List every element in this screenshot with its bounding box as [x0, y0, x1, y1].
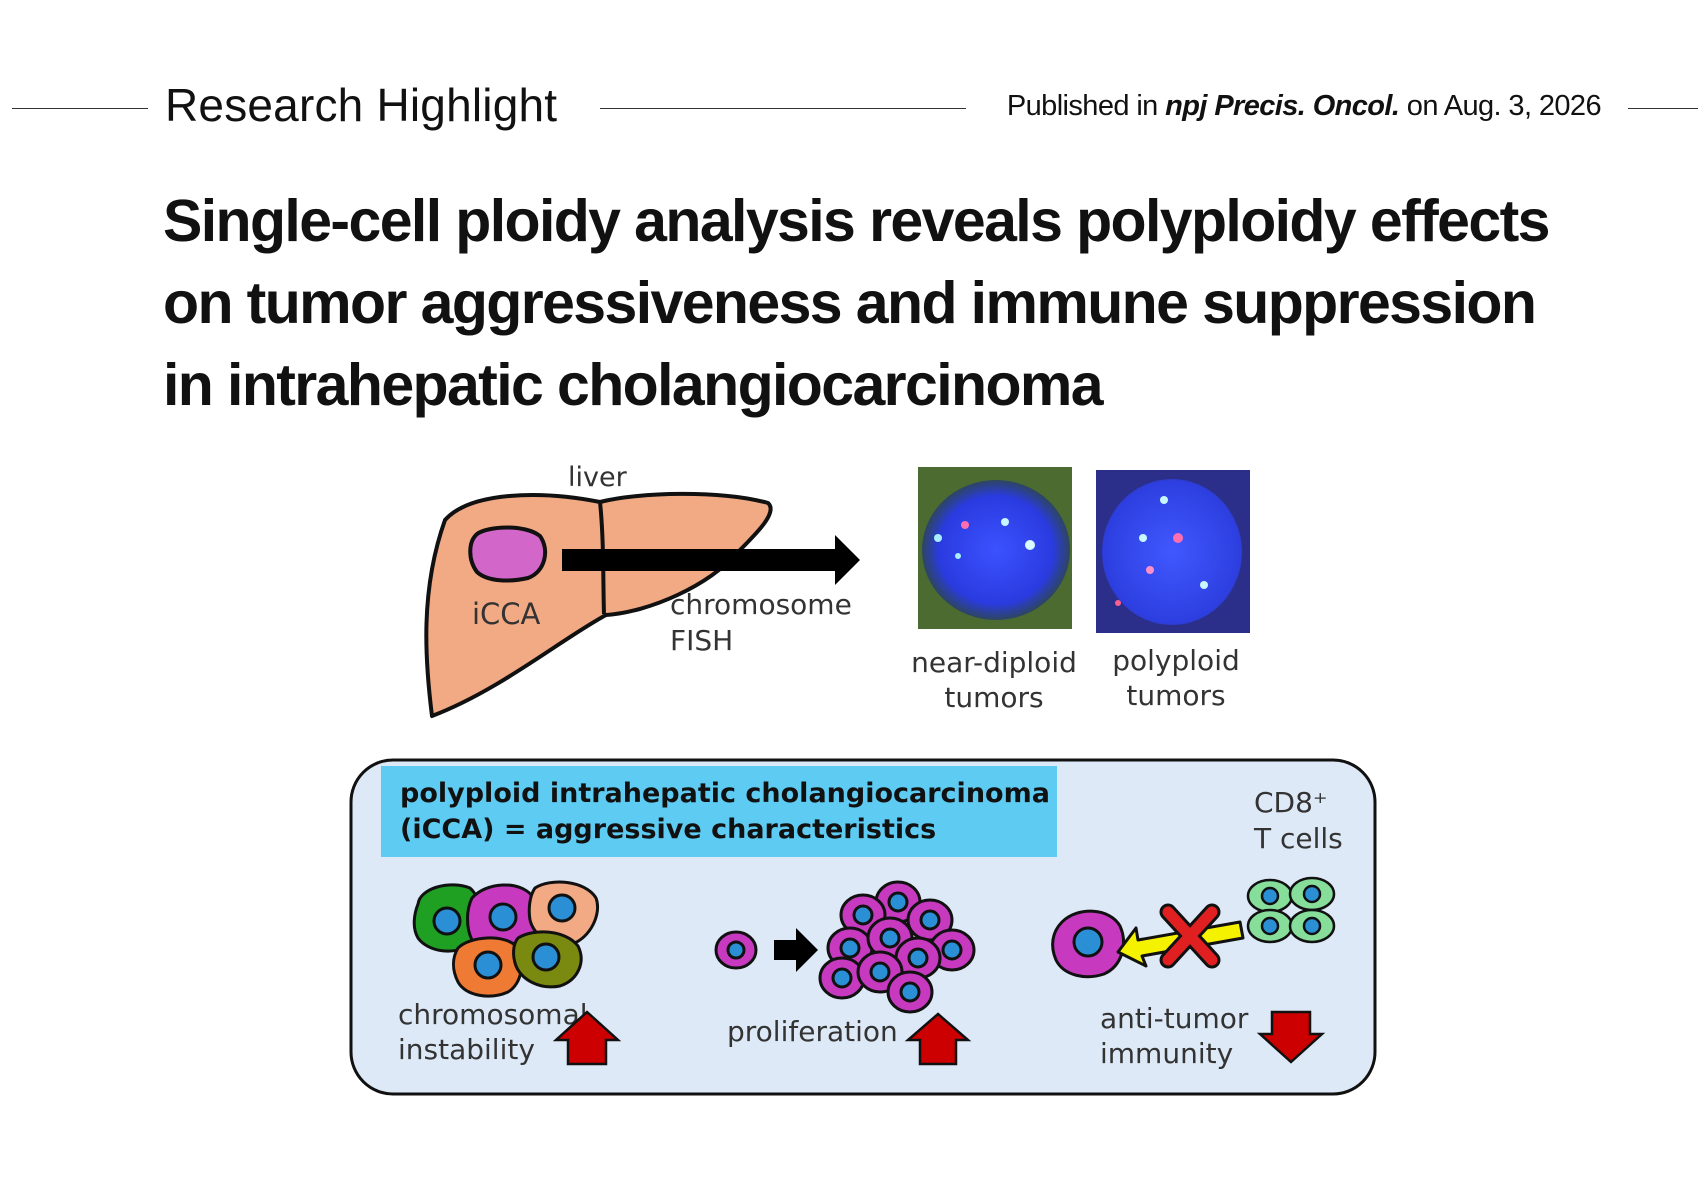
t-cell — [1246, 878, 1294, 914]
effect1-label-line2: instability — [398, 1033, 535, 1066]
journal-name[interactable]: npj Precis. Oncol. — [1165, 90, 1400, 122]
published-prefix: Published in — [1006, 90, 1166, 122]
cluster-cell — [818, 956, 866, 1000]
fish-arrow — [562, 535, 860, 585]
effect3-label-line2: immunity — [1100, 1037, 1233, 1070]
method-label-line2: FISH — [670, 624, 733, 657]
title-line: in intrahepatic cholangiocarcinoma — [163, 352, 1104, 418]
increase-arrow-proliferation — [904, 1012, 972, 1066]
tcell-label-line2: T cells — [1253, 822, 1343, 855]
block-cross-icon — [1159, 903, 1221, 969]
liver-label: liver — [568, 462, 628, 493]
t-cell — [1288, 876, 1336, 912]
cluster-cell — [906, 898, 954, 942]
header-rule-left — [12, 108, 148, 109]
title-line: Single-cell ploidy analysis reveals poly… — [163, 188, 1550, 254]
effect2-label: proliferation — [727, 1015, 898, 1048]
polyploid-label-line2: tumors — [1126, 679, 1225, 712]
fish-image-polyploid — [1096, 470, 1250, 633]
fish-image-near-diploid — [918, 467, 1072, 629]
title-line: on tumor aggressiveness and immune suppr… — [163, 270, 1537, 336]
summary-title-line2: (iCCA) = aggressive characteristics — [400, 814, 936, 845]
diploid-label-line1: near-diploid — [911, 646, 1077, 679]
decrease-arrow-immunity — [1256, 1010, 1326, 1064]
single-tumor-cell — [714, 930, 758, 970]
summary-title-box — [381, 766, 1057, 857]
polyploid-tumor-cell — [1051, 909, 1125, 979]
summary-title-line1: polyploid intrahepatic cholangiocarcinom… — [400, 778, 1050, 809]
diploid-label-line2: tumors — [944, 681, 1043, 714]
section-label: Research Highlight — [165, 79, 558, 131]
header-rule-middle — [600, 108, 966, 109]
publication-line: Published in npj Precis. Oncol. on Aug. … — [1006, 90, 1602, 123]
heterogeneous-cells — [412, 880, 599, 998]
tcell-label-line1: CD8⁺ — [1254, 786, 1328, 819]
increase-arrow-instability — [552, 1010, 622, 1066]
cd8-t-cells — [1246, 876, 1336, 944]
effect3-label-line1: anti-tumor — [1100, 1002, 1249, 1035]
effect1-label-line1: chromosomal — [398, 998, 588, 1031]
t-cell — [1288, 908, 1336, 944]
method-label-line1: chromosome — [670, 588, 852, 621]
proliferating-cell-cluster — [818, 880, 976, 1014]
article-title: Single-cell ploidy analysis reveals poly… — [163, 180, 1643, 426]
tumor-label: iCCA — [472, 597, 541, 631]
cluster-cell — [886, 970, 934, 1014]
proliferation-arrow — [774, 928, 818, 972]
header-rule-right — [1628, 108, 1698, 109]
tumor-icca — [468, 525, 548, 583]
polyploid-label-line1: polyploid — [1112, 644, 1240, 677]
published-suffix: on Aug. 3, 2026 — [1399, 90, 1602, 122]
t-cell — [1246, 908, 1294, 944]
